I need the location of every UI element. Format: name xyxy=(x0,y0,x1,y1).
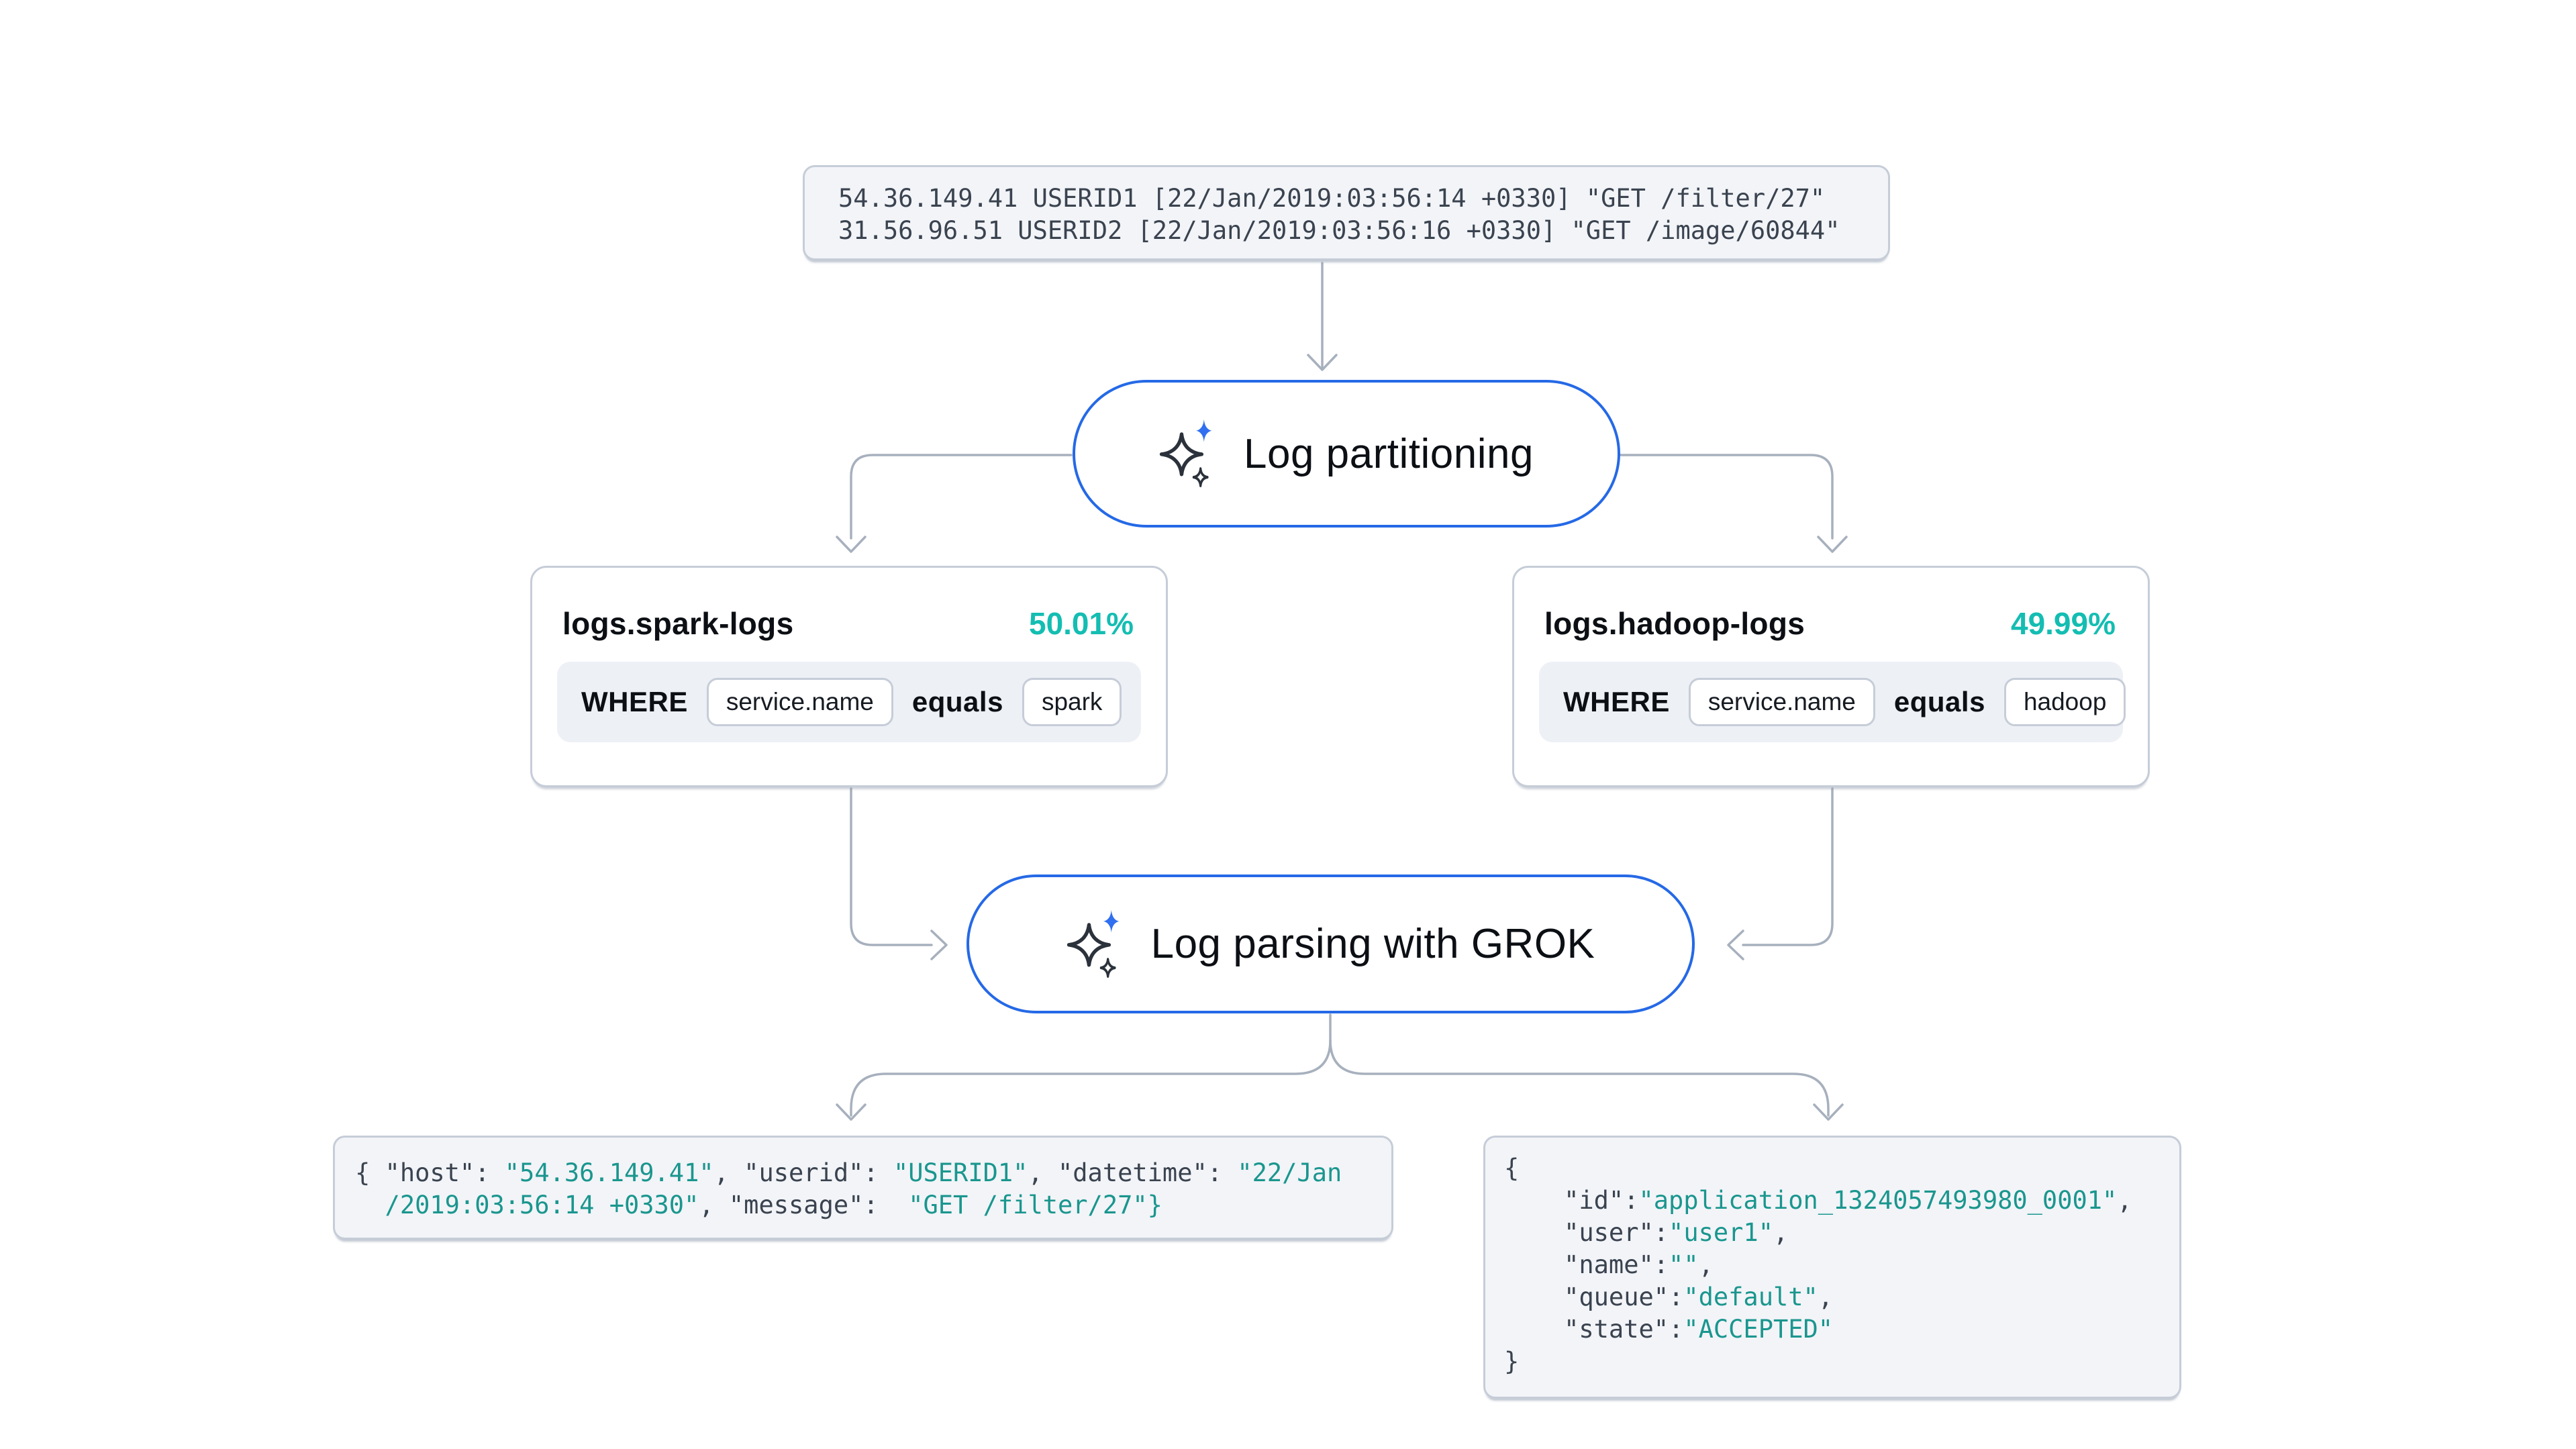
arrow-merge-left xyxy=(850,787,948,960)
hadoop-dataset-card: logs.hadoop-logs 49.99% WHERE service.na… xyxy=(1512,566,2150,787)
json-line: "queue":"default", xyxy=(1504,1281,2179,1313)
json-line: "user":"user1", xyxy=(1504,1217,2179,1249)
json-key-segment: , xyxy=(2117,1186,2132,1215)
json-value-segment: "54.36.149.41" xyxy=(504,1158,714,1187)
json-key-segment: , xyxy=(1818,1283,1834,1311)
raw-log-line: 31.56.96.51 USERID2 [22/Jan/2019:03:56:1… xyxy=(838,216,1840,245)
json-line: } xyxy=(1504,1346,2179,1378)
where-keyword: WHERE xyxy=(581,686,688,717)
dataset-percentage: 50.01% xyxy=(1028,606,1134,641)
field-name-tag: service.name xyxy=(1688,678,1875,726)
json-value-segment: "default" xyxy=(1683,1283,1818,1311)
json-line: "id":"application_1324057493980_0001", xyxy=(1504,1185,2179,1217)
json-line: "name":"", xyxy=(1504,1249,2179,1281)
json-line: { xyxy=(1504,1152,2179,1185)
dataset-percentage: 49.99% xyxy=(2010,606,2116,641)
where-clause: WHERE service.name equals spark xyxy=(557,662,1141,742)
json-key-segment: "name": xyxy=(1504,1250,1669,1279)
equals-operator: equals xyxy=(911,686,1003,717)
json-key-segment: "user": xyxy=(1504,1218,1669,1247)
sparkles-icon xyxy=(1067,909,1120,978)
arrow-fork-left xyxy=(836,1039,1332,1121)
arrow-top xyxy=(1307,262,1338,371)
json-key-segment: { xyxy=(1504,1154,1520,1183)
arrow-branch-right xyxy=(1618,454,1848,553)
where-keyword: WHERE xyxy=(1563,686,1670,717)
arrow-fork-right xyxy=(1329,1039,1844,1121)
dataset-card-header: logs.spark-logs 50.01% xyxy=(562,605,1134,642)
arrow-branch-left xyxy=(836,454,1073,553)
raw-log-box: 54.36.149.41 USERID1 [22/Jan/2019:03:56:… xyxy=(803,165,1890,260)
log-parsing-grok-node: Log parsing with GROK xyxy=(967,875,1695,1013)
json-key-segment: "id": xyxy=(1504,1186,1639,1215)
sparkles-icon xyxy=(1159,419,1212,487)
json-value-segment: /2019:03:56:14 +0330" xyxy=(355,1191,699,1219)
json-key-segment: } xyxy=(1504,1347,1520,1376)
json-value-segment: "GET /filter/27"} xyxy=(908,1191,1162,1219)
log-partitioning-label: Log partitioning xyxy=(1244,430,1534,477)
json-value-segment: "22/Jan xyxy=(1237,1158,1342,1187)
dataset-title: logs.hadoop-logs xyxy=(1544,606,1805,641)
json-key-segment: , "datetime": xyxy=(1028,1158,1238,1187)
json-line: /2019:03:56:14 +0330", "message": "GET /… xyxy=(355,1189,1391,1221)
arrow-merge-right xyxy=(1727,787,1834,960)
parsed-app-doc: { "id":"application_1324057493980_0001",… xyxy=(1483,1136,2181,1399)
dataset-title: logs.spark-logs xyxy=(562,606,794,641)
json-value-segment: "USERID1" xyxy=(893,1158,1028,1187)
json-key-segment: { "host": xyxy=(355,1158,505,1187)
json-line: "state":"ACCEPTED" xyxy=(1504,1313,2179,1346)
json-value-segment: "" xyxy=(1669,1250,1699,1279)
json-key-segment: , "message": xyxy=(699,1191,909,1219)
json-key-segment: "state": xyxy=(1504,1315,1684,1344)
equals-operator: equals xyxy=(1893,686,1985,717)
parsed-filter-doc: { "host": "54.36.149.41", "userid": "USE… xyxy=(333,1136,1393,1240)
log-parsing-grok-label: Log parsing with GROK xyxy=(1150,921,1595,967)
spark-dataset-card: logs.spark-logs 50.01% WHERE service.nam… xyxy=(530,566,1168,787)
raw-log-line: 54.36.149.41 USERID1 [22/Jan/2019:03:56:… xyxy=(838,184,1826,213)
field-value-tag: spark xyxy=(1022,678,1122,726)
json-value-segment: "application_1324057493980_0001" xyxy=(1638,1186,2118,1215)
where-clause: WHERE service.name equals hadoop xyxy=(1539,662,2126,742)
json-key-segment: , "userid": xyxy=(713,1158,893,1187)
log-partitioning-node: Log partitioning xyxy=(1073,380,1620,528)
json-value-segment: "ACCEPTED" xyxy=(1683,1315,1834,1344)
json-key-segment: , xyxy=(1698,1250,1714,1279)
dataset-card-header: logs.hadoop-logs 49.99% xyxy=(1544,605,2116,642)
json-key-segment: "queue": xyxy=(1504,1283,1684,1311)
field-name-tag: service.name xyxy=(706,678,893,726)
field-value-tag: hadoop xyxy=(2003,678,2126,726)
json-value-segment: "user1" xyxy=(1669,1218,1773,1247)
json-line: { "host": "54.36.149.41", "userid": "USE… xyxy=(355,1157,1391,1189)
json-key-segment: , xyxy=(1773,1218,1789,1247)
